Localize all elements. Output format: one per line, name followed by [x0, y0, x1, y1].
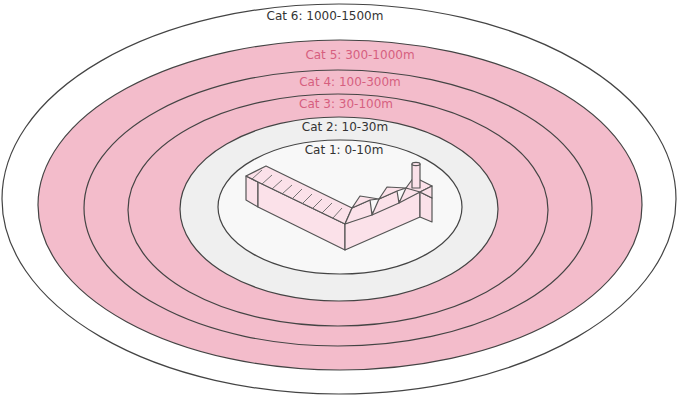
band-label: Cat 5: 300-1000m — [303, 48, 416, 62]
band-label-row: Cat 4: 100-300m — [96, 75, 604, 90]
band-label-row: Cat 2: 10-30m — [186, 120, 504, 135]
band-outline — [2, 4, 676, 394]
band-label: Cat 1: 0-10m — [303, 143, 386, 157]
band-outline — [218, 140, 462, 274]
band-label-row: Cat 1: 0-10m — [222, 143, 466, 158]
band-label-row: Cat 6: 1000-1500m — [0, 9, 662, 24]
distance-band: Cat 6: 1000-1500mCat 5: 300-1000mCat 4: … — [2, 4, 676, 394]
band-outline — [84, 70, 592, 346]
band-label: Cat 3: 30-100m — [297, 97, 395, 111]
band-label: Cat 4: 100-300m — [297, 75, 403, 89]
band-label-row: Cat 3: 30-100m — [136, 97, 556, 112]
band-outline — [128, 94, 548, 326]
band-outline — [38, 40, 642, 370]
band-label: Cat 6: 1000-1500m — [265, 9, 386, 23]
band-outline — [180, 117, 498, 301]
band-label: Cat 2: 10-30m — [300, 120, 390, 134]
band-label-row: Cat 5: 300-1000m — [58, 48, 662, 63]
